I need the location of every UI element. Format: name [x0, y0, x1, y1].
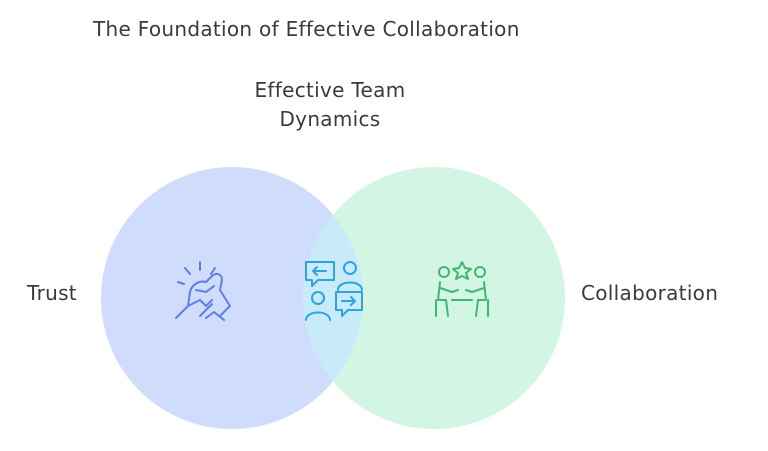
- diagram-title: The Foundation of Effective Collaboratio…: [93, 17, 520, 41]
- set-label-collaboration: Collaboration: [581, 281, 719, 305]
- collaboration-circle: [303, 167, 565, 429]
- handshake-icon: [175, 261, 231, 321]
- trust-circle: [101, 167, 363, 429]
- people-meeting-icon: [435, 261, 489, 317]
- intersection-label: Effective Team Dynamics: [254, 78, 406, 131]
- conversation-icon: [305, 261, 363, 321]
- set-label-trust: Trust: [27, 281, 77, 305]
